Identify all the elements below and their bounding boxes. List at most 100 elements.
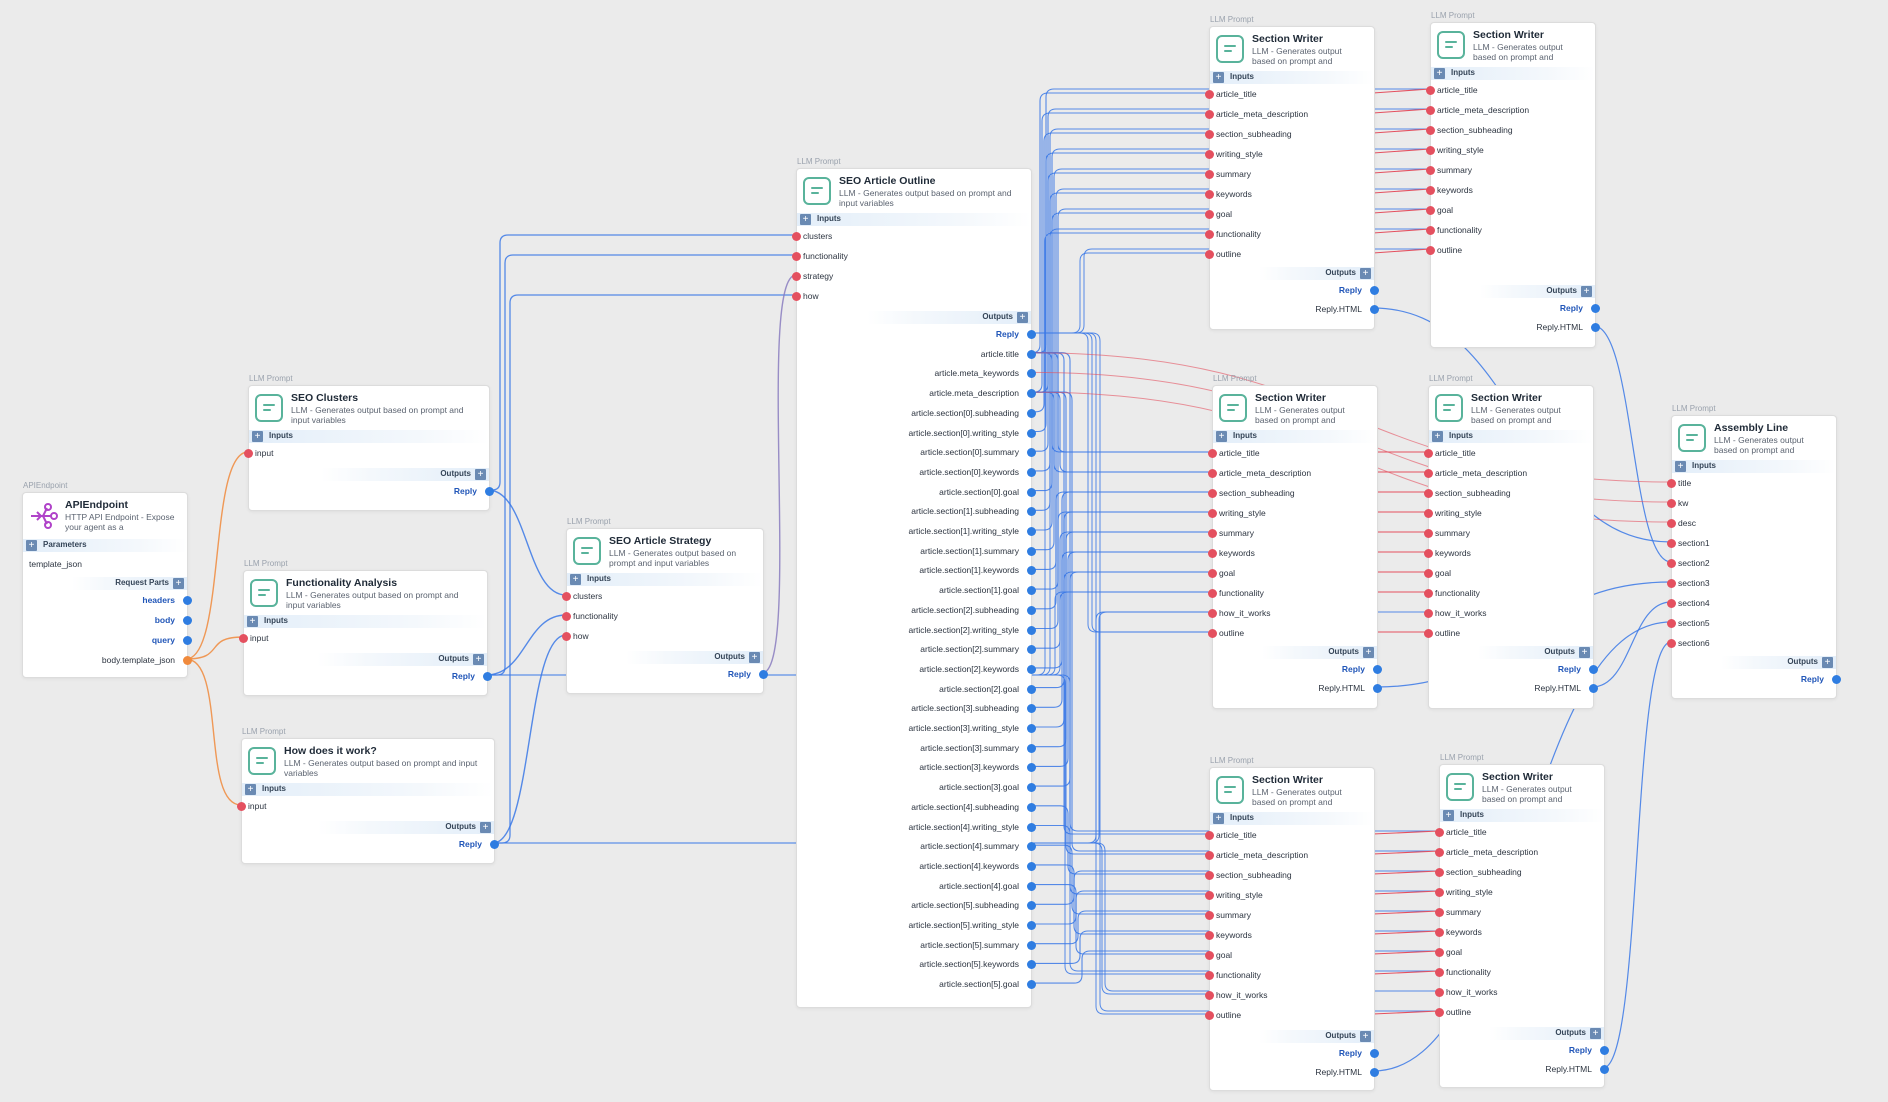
output-port[interactable] — [1027, 704, 1036, 714]
input-port[interactable] — [1205, 250, 1214, 259]
output-port[interactable] — [1027, 940, 1036, 950]
input-port[interactable] — [1205, 851, 1214, 860]
input-port[interactable] — [562, 592, 571, 601]
output-article-section-5-goal[interactable]: article.section[5].goal — [807, 977, 1036, 991]
input-port[interactable] — [1205, 170, 1214, 179]
add-output-button[interactable]: + — [1363, 647, 1374, 658]
input-port[interactable] — [1667, 539, 1676, 548]
input-port[interactable] — [239, 634, 248, 643]
input-port[interactable] — [1667, 479, 1676, 488]
input-functionality[interactable]: functionality — [1424, 586, 1583, 600]
input-goal[interactable]: goal — [1205, 207, 1364, 221]
input-article_title[interactable]: article_title — [1208, 446, 1367, 460]
input-port[interactable] — [237, 802, 246, 811]
input-port[interactable] — [792, 232, 801, 241]
input-article_title[interactable]: article_title — [1426, 83, 1585, 97]
input-functionality[interactable]: functionality — [1435, 965, 1594, 979]
input-port[interactable] — [1426, 86, 1435, 95]
input-section3[interactable]: section3 — [1667, 576, 1826, 590]
input-port[interactable] — [1208, 469, 1217, 478]
output-article-section-1-summary[interactable]: article.section[1].summary — [807, 544, 1036, 558]
input-writing_style[interactable]: writing_style — [1426, 143, 1585, 157]
input-outline[interactable]: outline — [1424, 626, 1583, 640]
output-reply[interactable]: Reply — [252, 837, 499, 851]
output-article-section-4-subheading[interactable]: article.section[4].subheading — [807, 800, 1036, 814]
input-writing_style[interactable]: writing_style — [1208, 506, 1367, 520]
add-input-button[interactable]: + — [252, 431, 263, 442]
input-port[interactable] — [1208, 629, 1217, 638]
output-reply[interactable]: Reply — [577, 667, 768, 681]
input-section5[interactable]: section5 — [1667, 616, 1826, 630]
output-port[interactable] — [1370, 1049, 1379, 1058]
add-input-button[interactable]: + — [1432, 431, 1443, 442]
input-how_it_works[interactable]: how_it_works — [1424, 606, 1583, 620]
input-goal[interactable]: goal — [1424, 566, 1583, 580]
output-reply-html[interactable]: Reply.HTML — [1220, 1065, 1379, 1079]
output-port[interactable] — [183, 596, 192, 605]
output-article-section-2-writing-style[interactable]: article.section[2].writing_style — [807, 623, 1036, 637]
output-article-section-3-writing-style[interactable]: article.section[3].writing_style — [807, 721, 1036, 735]
output-port[interactable] — [1027, 487, 1036, 497]
input-port[interactable] — [1208, 449, 1217, 458]
input-port[interactable] — [1426, 206, 1435, 215]
input-functionality[interactable]: functionality — [562, 609, 753, 623]
output-port[interactable] — [1027, 861, 1036, 871]
input-how_it_works[interactable]: how_it_works — [1435, 985, 1594, 999]
input-port[interactable] — [1426, 186, 1435, 195]
parameter-template-json[interactable]: template_json — [29, 559, 82, 569]
input-desc[interactable]: desc — [1667, 516, 1826, 530]
input-port[interactable] — [1435, 968, 1444, 977]
output-article-section-2-keywords[interactable]: article.section[2].keywords — [807, 662, 1036, 676]
add-request-part-button[interactable]: + — [173, 578, 184, 589]
input-port[interactable] — [1208, 569, 1217, 578]
input-port[interactable] — [1205, 951, 1214, 960]
input-article_meta_description[interactable]: article_meta_description — [1208, 466, 1367, 480]
input-port[interactable] — [1424, 449, 1433, 458]
input-port[interactable] — [1667, 499, 1676, 508]
input-how_it_works[interactable]: how_it_works — [1205, 988, 1364, 1002]
output-port[interactable] — [1027, 724, 1036, 733]
output-reply-html[interactable]: Reply.HTML — [1450, 1062, 1609, 1076]
input-port[interactable] — [1205, 130, 1214, 139]
input-port[interactable] — [1424, 569, 1433, 578]
output-port[interactable] — [1027, 330, 1036, 339]
input-keywords[interactable]: keywords — [1205, 187, 1364, 201]
input-outline[interactable]: outline — [1205, 1008, 1364, 1022]
input-port[interactable] — [1205, 891, 1214, 900]
add-parameter-button[interactable]: + — [26, 540, 37, 551]
input-article_meta_description[interactable]: article_meta_description — [1424, 466, 1583, 480]
input-port[interactable] — [1205, 90, 1214, 99]
input-port[interactable] — [1435, 868, 1444, 877]
add-output-button[interactable]: + — [1581, 286, 1592, 297]
output-article-section-4-keywords[interactable]: article.section[4].keywords — [807, 859, 1036, 873]
output-port[interactable] — [1370, 1068, 1379, 1077]
input-port[interactable] — [1424, 589, 1433, 598]
output-article-section-2-goal[interactable]: article.section[2].goal — [807, 682, 1036, 696]
output-port[interactable] — [1027, 428, 1036, 438]
input-section_subheading[interactable]: section_subheading — [1435, 865, 1594, 879]
input-article_meta_description[interactable]: article_meta_description — [1205, 848, 1364, 862]
input-section_subheading[interactable]: section_subheading — [1426, 123, 1585, 137]
input-port[interactable] — [1426, 246, 1435, 255]
input-kw[interactable]: kw — [1667, 496, 1826, 510]
output-port[interactable] — [1027, 349, 1036, 359]
output-reply-html[interactable]: Reply.HTML — [1441, 320, 1600, 334]
input-outline[interactable]: outline — [1205, 247, 1364, 261]
input-input[interactable]: input — [237, 799, 484, 813]
input-port[interactable] — [1667, 559, 1676, 568]
output-article-meta-keywords[interactable]: article.meta_keywords — [807, 366, 1036, 380]
output-port[interactable] — [1027, 546, 1036, 556]
input-port[interactable] — [1205, 110, 1214, 119]
input-functionality[interactable]: functionality — [1208, 586, 1367, 600]
input-port[interactable] — [1426, 106, 1435, 115]
input-keywords[interactable]: keywords — [1208, 546, 1367, 560]
input-port[interactable] — [1426, 226, 1435, 235]
input-port[interactable] — [1426, 146, 1435, 155]
add-output-button[interactable]: + — [480, 822, 491, 833]
output-port[interactable] — [1027, 684, 1036, 694]
output-port[interactable] — [1832, 675, 1841, 684]
input-port[interactable] — [792, 272, 801, 281]
